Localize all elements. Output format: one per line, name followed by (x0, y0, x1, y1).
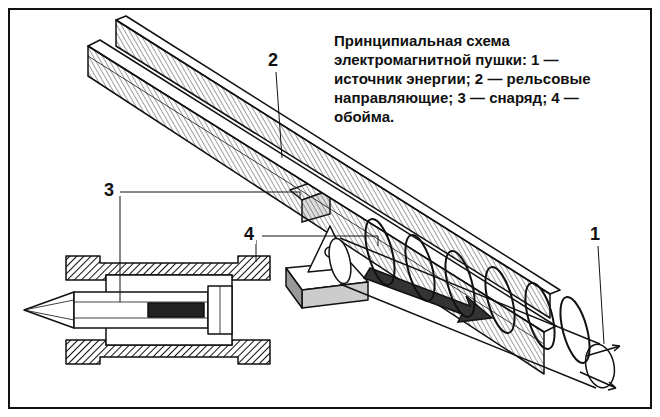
support-bracket (286, 226, 368, 308)
callout-number: 3 (102, 180, 116, 200)
callout-number: 1 (588, 224, 602, 244)
coil-winding (360, 216, 596, 366)
frame (9, 9, 651, 408)
projectile-section (24, 256, 270, 364)
callout-number: 4 (242, 224, 256, 244)
caption-text: Принципиальная схема электромагнитной пу… (332, 30, 626, 127)
callout-number: 2 (266, 50, 280, 70)
